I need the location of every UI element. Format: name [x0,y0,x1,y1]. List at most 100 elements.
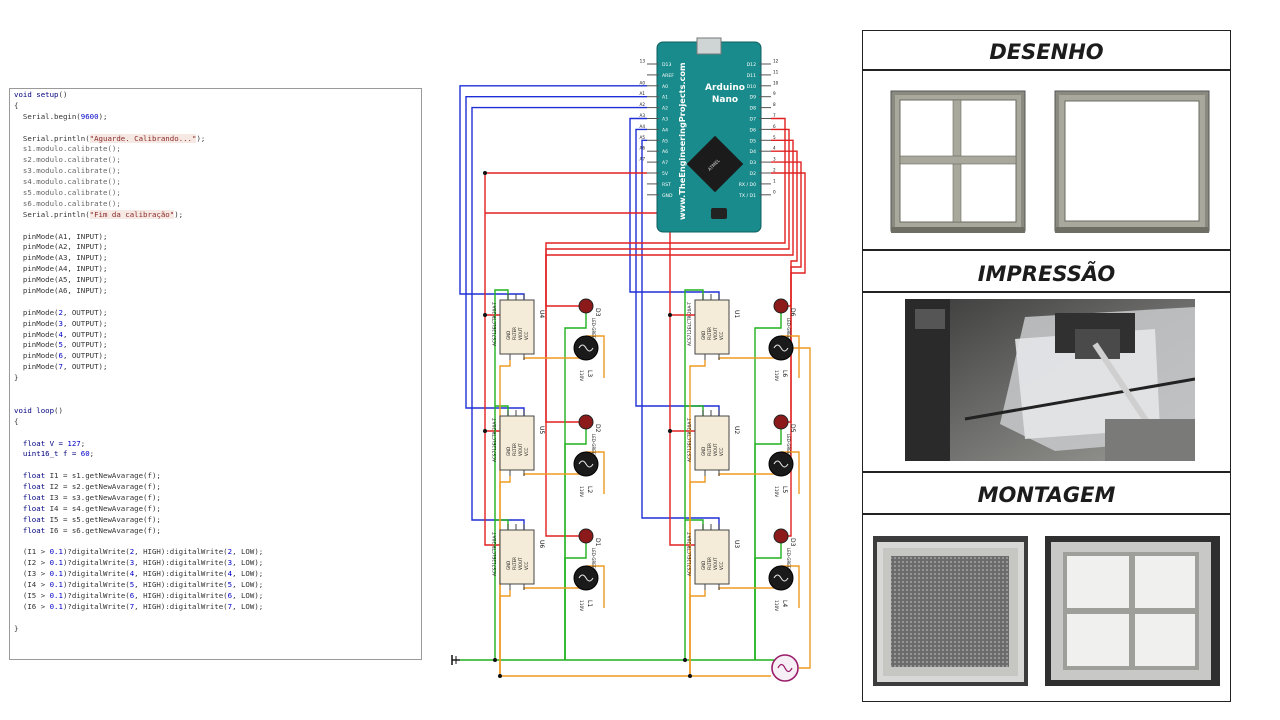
lamp-voltage: 110V [773,370,779,381]
code-line: s2.modulo.calibrate(); [14,155,121,165]
ac-wire [689,476,706,676]
pin-label: AREF [662,73,674,79]
divider [863,249,1230,251]
digital-wire [771,150,798,537]
code-line: float I3 = s3.getNewAvarage(f); [14,492,161,502]
led-type: LED-GREEN [786,548,791,571]
sensor-pin-label: VIOUT [713,327,718,340]
junction-dot [668,429,672,433]
lamp-voltage: 110V [578,600,584,611]
pin-number: 6 [773,124,776,129]
sensor-part-number: ACS712ELCTR-20A-T [687,532,693,576]
pin-label: A0 [662,84,668,90]
sensor-part-number: ACS712ELCTR-20A-T [687,302,693,346]
junction-dot [688,674,692,678]
arduino-code-listing: void setup(){ Serial.begin(9600);​ Seria… [9,88,422,660]
code-line: void loop() [14,405,63,415]
reset-button [711,208,727,219]
digital-wire [545,128,790,423]
circuit-schematic: D1313AREFA0A0A1A1A2A2A3A3A4A4A5A5A6A6A7A… [451,37,811,682]
code-line: s6.modulo.calibrate(); [14,198,121,208]
code-line: Serial.begin(9600); [14,111,108,121]
code-line: uint16_t f = 60; [14,449,95,459]
divider [863,291,1230,293]
ac-wire [586,335,605,378]
sensor-pin-label: GND [506,561,511,570]
pin-label: RX / D0 [739,182,756,188]
lamp-filament [578,344,594,352]
led-icon [773,298,789,314]
pin-label: D10 [747,84,756,90]
code-line: Serial.println("Aguarde. Calibrando...")… [14,133,206,143]
sensor-part-number: ACS712ELCTR-20A-T [492,418,498,462]
sensor-body [499,529,535,585]
sensor-pin-label: FILTER [512,327,517,340]
pin-number: A0 [639,80,645,85]
digital-wire [545,117,786,537]
ac-sine-icon [777,663,793,673]
pin-label: RST [662,182,671,188]
pin-number: A4 [639,124,645,129]
led-ref: D6 [789,308,796,317]
ground-wire [564,429,587,660]
pin-label: A2 [662,106,668,112]
code-line: s4.modulo.calibrate(); [14,177,121,187]
ac-wire [689,590,706,676]
board-body [656,41,762,233]
pin-label: A3 [662,117,668,123]
junction-dot [498,674,502,678]
pin-number: 9 [773,91,776,96]
code-line: pinMode(A4, INPUT); [14,264,108,274]
sensor-body [499,299,535,355]
led-ref: D3 [594,308,601,317]
lamp-ref: L4 [781,600,788,607]
code-line: } [14,373,19,383]
led-type: LED-GREEN [591,548,596,571]
sensor-pin-label: GND [506,447,511,456]
project-stages-panel: DESENHO IMPRESSÃO MONTAGEM [862,30,1231,702]
sensor-pin-label: VCC [524,331,529,340]
ground-wire [754,543,782,660]
led-icon [773,414,789,430]
pin-number: 5 [773,135,776,140]
code-line: s3.modulo.calibrate(); [14,166,121,176]
sensor-part-number: ACS712ELCTR-20A-T [492,302,498,346]
code-line: pinMode(7, OUTPUT); [14,362,108,372]
lamp-filament [773,344,789,352]
divider [863,69,1230,71]
pin-label: 5V [662,171,669,177]
sensor-pin-label: GND [506,331,511,340]
led-ref: D3 [789,538,796,547]
sensor-pin-label: GND [701,561,706,570]
board-name: Nano [712,95,738,105]
pin-label: D4 [750,149,757,155]
pin-number: 7 [773,113,776,118]
sensor-pin-label: VIOUT [713,443,718,456]
lamp-filament [773,574,789,582]
ac-wire [718,357,782,360]
pin-number: A6 [639,146,645,151]
code-line: s1.modulo.calibrate(); [14,144,121,154]
divider [863,513,1230,515]
code-line: (I4 > 0.1)?digitalWrite(5, HIGH):digital… [14,580,264,590]
pin-number: 2 [773,168,776,173]
pin-label: A4 [662,127,668,133]
pin-label: D5 [750,138,757,144]
ground-wire [495,519,509,530]
pin-number: 3 [773,157,776,162]
ac-wire [523,473,587,476]
pin-number: A2 [639,102,645,107]
lamp-filament [773,460,789,468]
code-line: pinMode(A3, INPUT); [14,253,108,263]
ground-wire [754,429,782,660]
pin-number: 1 [773,178,776,183]
code-line: float I6 = s6.getNewAvarage(f); [14,525,161,535]
junction-dot [683,658,687,662]
ac-wire [793,347,811,669]
sensor-body [694,299,730,355]
led-ref: D1 [594,538,601,547]
assembled-filter-photo [873,536,1028,686]
